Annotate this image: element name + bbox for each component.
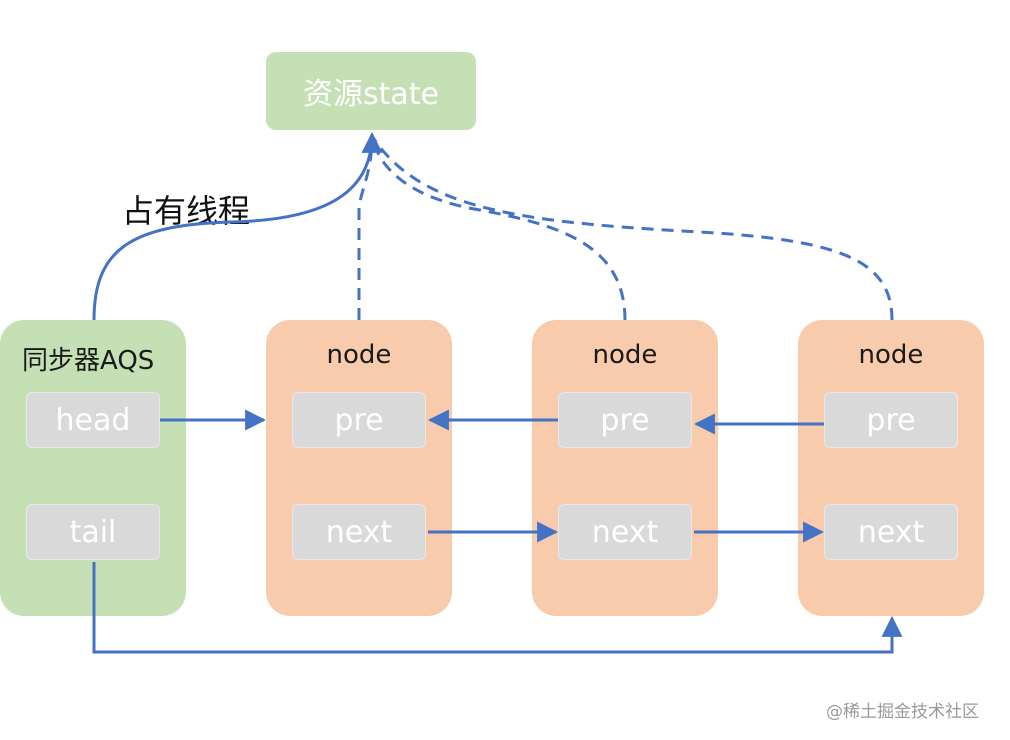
node-pre-field: pre — [558, 392, 692, 448]
tail-arrow — [92, 562, 903, 654]
resource-state-label: 资源state — [303, 77, 439, 112]
watermark: @稀土掘金技术社区 — [826, 702, 979, 722]
aqs-head-label: head — [55, 402, 131, 438]
node-pre-label: pre — [600, 402, 650, 438]
aqs-box: 同步器AQS head tail — [0, 320, 186, 616]
resource-state-box: 资源state — [266, 52, 476, 130]
node-pre-field: pre — [292, 392, 426, 448]
node3-wait-arrow — [370, 135, 894, 321]
aqs-head-field: head — [26, 392, 160, 448]
aqs-title: 同步器AQS — [22, 346, 155, 376]
node-box-3: node pre next — [798, 320, 984, 616]
node-next-label: next — [591, 514, 659, 550]
node1-wait-arrow — [357, 135, 374, 320]
node-title: node — [592, 340, 658, 370]
node-pre-label: pre — [334, 402, 384, 438]
node-pre-label: pre — [866, 402, 916, 438]
node-title: node — [858, 340, 924, 370]
node-next-field: next — [824, 504, 958, 560]
node-pre-field: pre — [824, 392, 958, 448]
node-next-field: next — [558, 504, 692, 560]
node-next-label: next — [857, 514, 925, 550]
aqs-tail-field: tail — [26, 504, 160, 560]
aqs-tail-label: tail — [69, 514, 117, 550]
node-next-field: next — [292, 504, 426, 560]
node-next-label: next — [325, 514, 393, 550]
node-box-2: node pre next — [532, 320, 718, 616]
node2-wait-arrow — [370, 135, 627, 321]
node-title: node — [326, 340, 392, 370]
occupy-thread-label: 占有线程 — [122, 192, 251, 230]
node-box-1: node pre next — [266, 320, 452, 616]
